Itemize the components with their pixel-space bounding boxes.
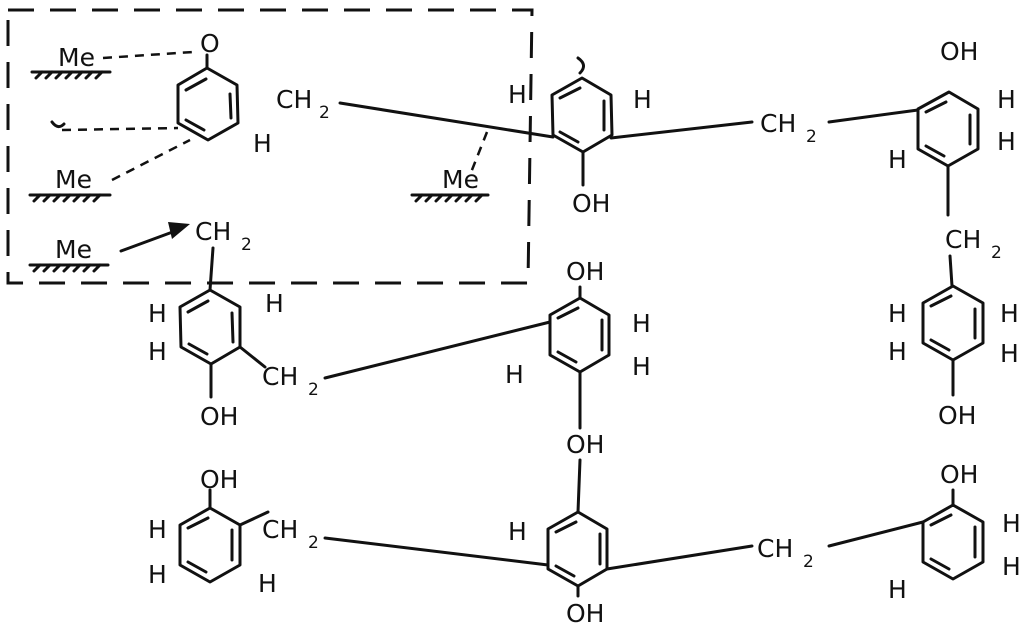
h-label: H: [148, 515, 167, 544]
svg-text:2: 2: [803, 552, 814, 572]
h-label: H: [508, 80, 527, 109]
oh-label: OH: [566, 257, 604, 286]
ch2-label: CH 2: [945, 225, 1002, 263]
h-label: H: [888, 337, 907, 366]
ring-1-phenoxy: [176, 66, 240, 142]
h-label: H: [633, 85, 652, 114]
o-label: O: [200, 29, 220, 58]
svg-text:2: 2: [308, 533, 319, 553]
h-label: H: [632, 352, 651, 381]
ring-5: [548, 296, 611, 374]
ring-4: [178, 288, 242, 366]
h-label: H: [505, 360, 524, 389]
me-surface-3: [28, 263, 110, 273]
h-label: H: [1002, 509, 1021, 538]
oh-label: OH: [200, 402, 238, 431]
ring-9: [921, 503, 985, 581]
h-label: H: [148, 560, 167, 589]
bonds: [119, 53, 955, 598]
ch2-label: CH 2: [760, 109, 817, 147]
adsorption-region-box: [6, 8, 534, 285]
h-label: H: [1000, 299, 1019, 328]
ch2-label: CH 2: [276, 85, 330, 123]
svg-text:2: 2: [241, 235, 252, 255]
svg-text:CH: CH: [757, 534, 793, 563]
ch2-label: CH 2: [757, 534, 814, 572]
h-label: H: [997, 127, 1016, 156]
h-label: H: [632, 309, 651, 338]
oh-label: OH: [566, 599, 604, 627]
svg-text:2: 2: [806, 127, 817, 147]
svg-text:CH: CH: [276, 85, 312, 114]
coordination-bonds: [50, 50, 585, 182]
svg-text:CH: CH: [262, 362, 298, 391]
me-surface-4: [410, 193, 490, 203]
oh-label: OH: [572, 189, 610, 218]
oh-label: OH: [566, 430, 604, 459]
h-label: H: [997, 85, 1016, 114]
ring-7: [178, 506, 242, 584]
oh-label: OH: [940, 37, 978, 66]
me-label: Me: [58, 43, 95, 72]
ring-8: [546, 510, 609, 588]
me-surface-2: [28, 193, 112, 203]
h-label: H: [253, 129, 272, 158]
svg-text:2: 2: [991, 243, 1002, 263]
arrow-head: [168, 222, 190, 239]
oh-label: OH: [940, 460, 978, 489]
oh-label: OH: [200, 465, 238, 494]
me-label: Me: [55, 165, 92, 194]
me-label: Me: [442, 165, 479, 194]
h-label: H: [148, 299, 167, 328]
ch2-label: CH 2: [262, 515, 319, 553]
h-label: H: [1002, 552, 1021, 581]
me-surface-1: [30, 70, 112, 80]
ring-6: [921, 284, 985, 362]
h-label: H: [1000, 339, 1019, 368]
svg-text:2: 2: [319, 103, 330, 123]
oh-label: OH: [938, 401, 976, 430]
svg-text:CH: CH: [195, 217, 231, 246]
svg-text:CH: CH: [262, 515, 298, 544]
h-label: H: [258, 569, 277, 598]
svg-text:CH: CH: [945, 225, 981, 254]
h-label: H: [508, 517, 527, 546]
h-label: H: [265, 289, 284, 318]
svg-text:2: 2: [308, 380, 319, 400]
ch2-label: CH 2: [195, 217, 252, 255]
svg-text:CH: CH: [760, 109, 796, 138]
h-label: H: [148, 337, 167, 366]
ring-3: [916, 90, 980, 168]
h-label: H: [888, 145, 907, 174]
h-label: H: [888, 575, 907, 604]
me-label: Me: [55, 235, 92, 264]
h-label: H: [888, 299, 907, 328]
ch2-label: CH 2: [262, 362, 319, 400]
ring-2: [550, 76, 614, 154]
